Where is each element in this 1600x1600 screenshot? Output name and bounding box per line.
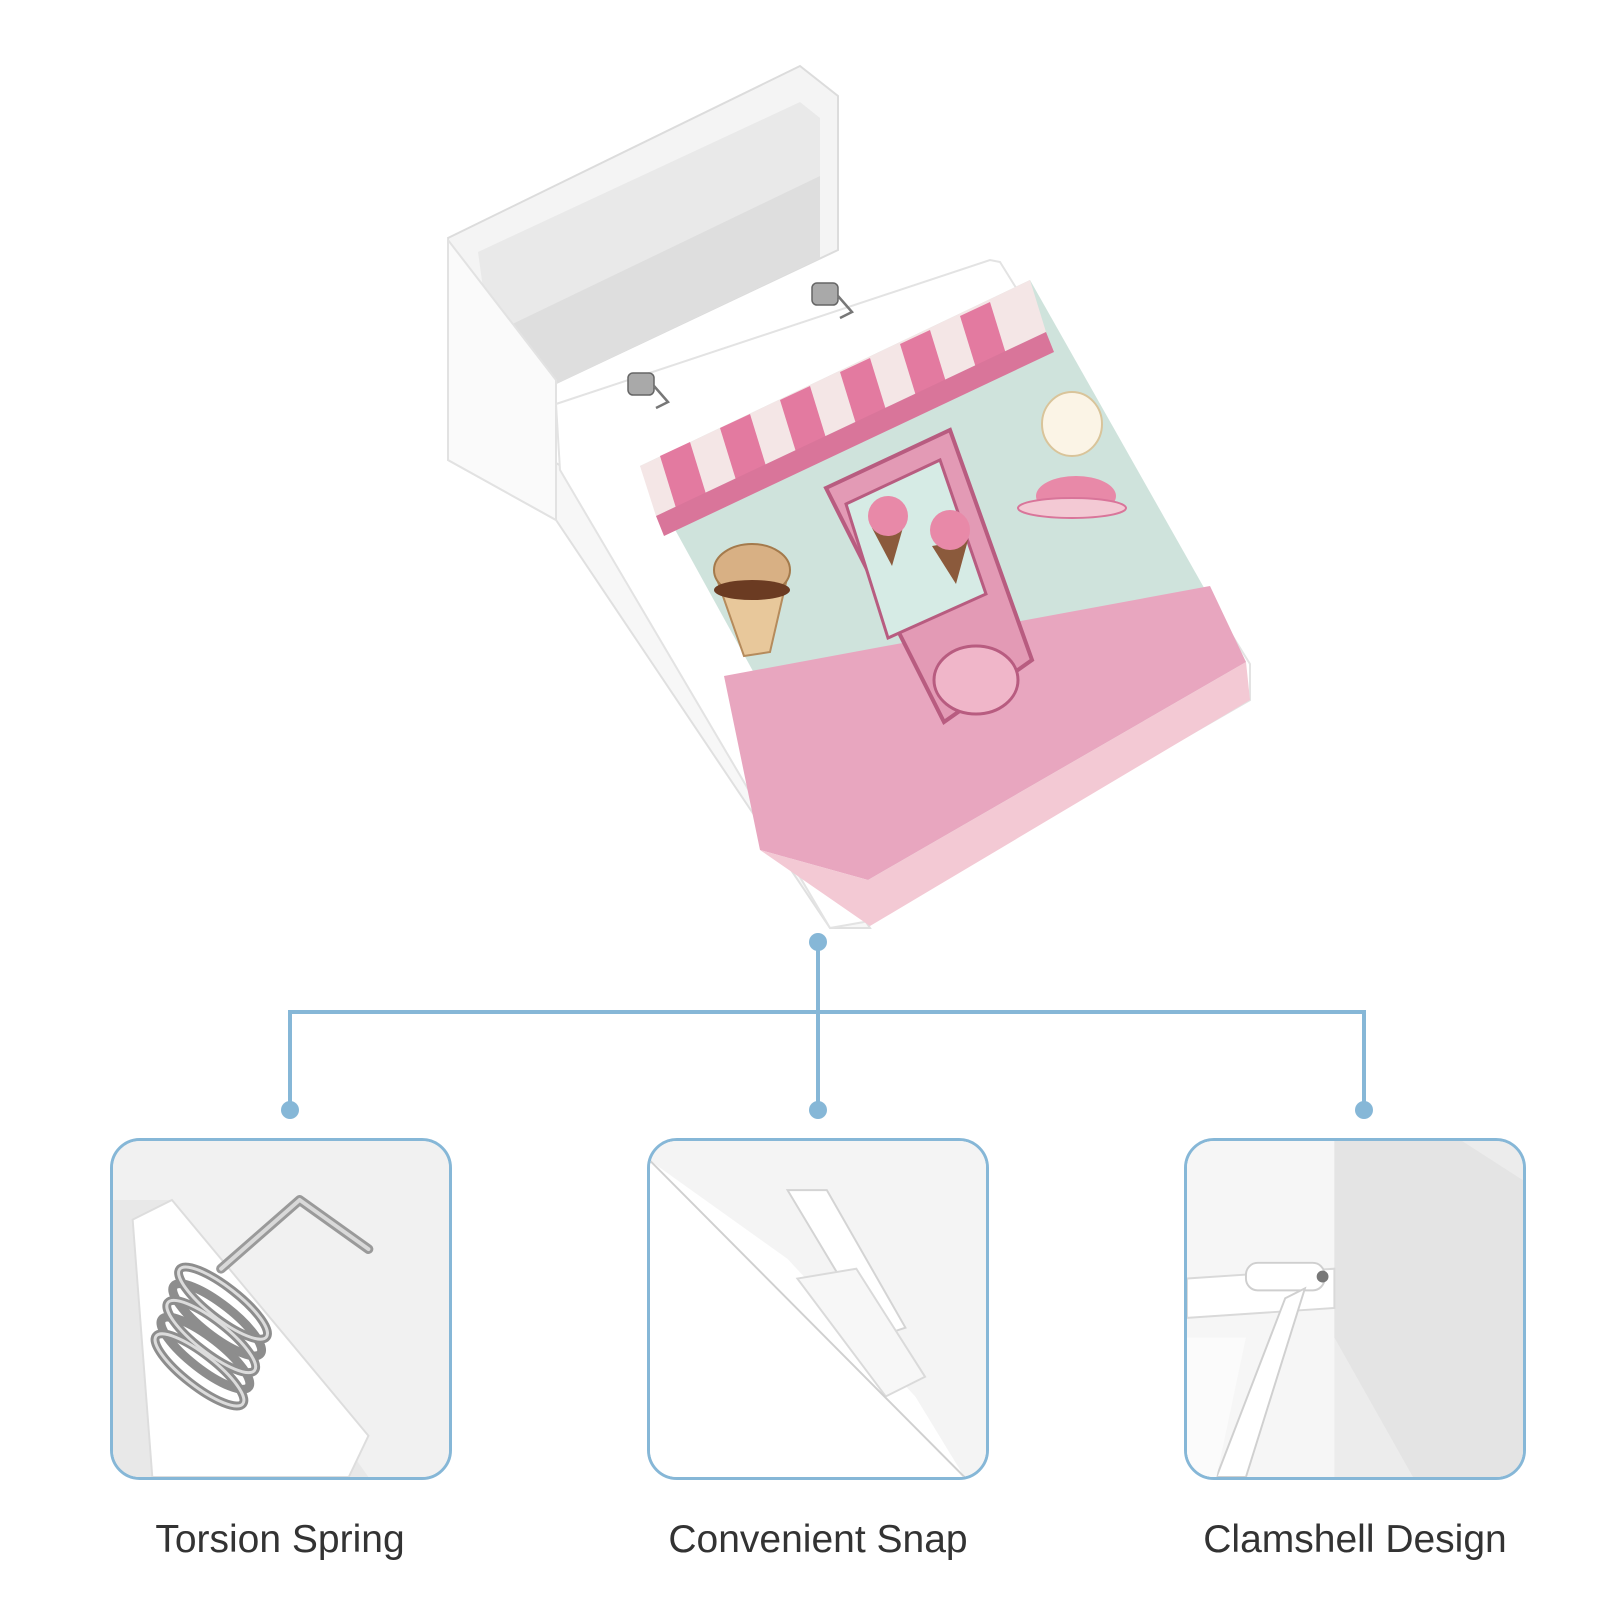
- feature-label-clamshell-design: Clamshell Design: [1203, 1518, 1507, 1561]
- connector-dots: [281, 933, 1373, 1119]
- artwork-panel: [640, 280, 1250, 926]
- clamshell-hinge-icon: [1187, 1141, 1523, 1477]
- feature-panel-convenient-snap: [647, 1138, 989, 1480]
- feature-label-torsion-spring: Torsion Spring: [155, 1518, 405, 1561]
- ice-cream-cone-icon: [868, 496, 970, 584]
- waffle-cone-icon: [713, 543, 791, 658]
- feature-panel-clamshell-design: [1184, 1138, 1526, 1480]
- snap-icon: [650, 1141, 986, 1477]
- feature-label-convenient-snap: Convenient Snap: [668, 1518, 968, 1561]
- hinge-spring-right-icon: [811, 282, 855, 320]
- feature-connector-lines: [288, 942, 1366, 1110]
- feature-panel-torsion-spring: [110, 1138, 452, 1480]
- hinge-spring-left-icon: [627, 372, 671, 410]
- sundae-cup-icon: [1017, 391, 1127, 519]
- torsion-spring-icon: [113, 1141, 449, 1477]
